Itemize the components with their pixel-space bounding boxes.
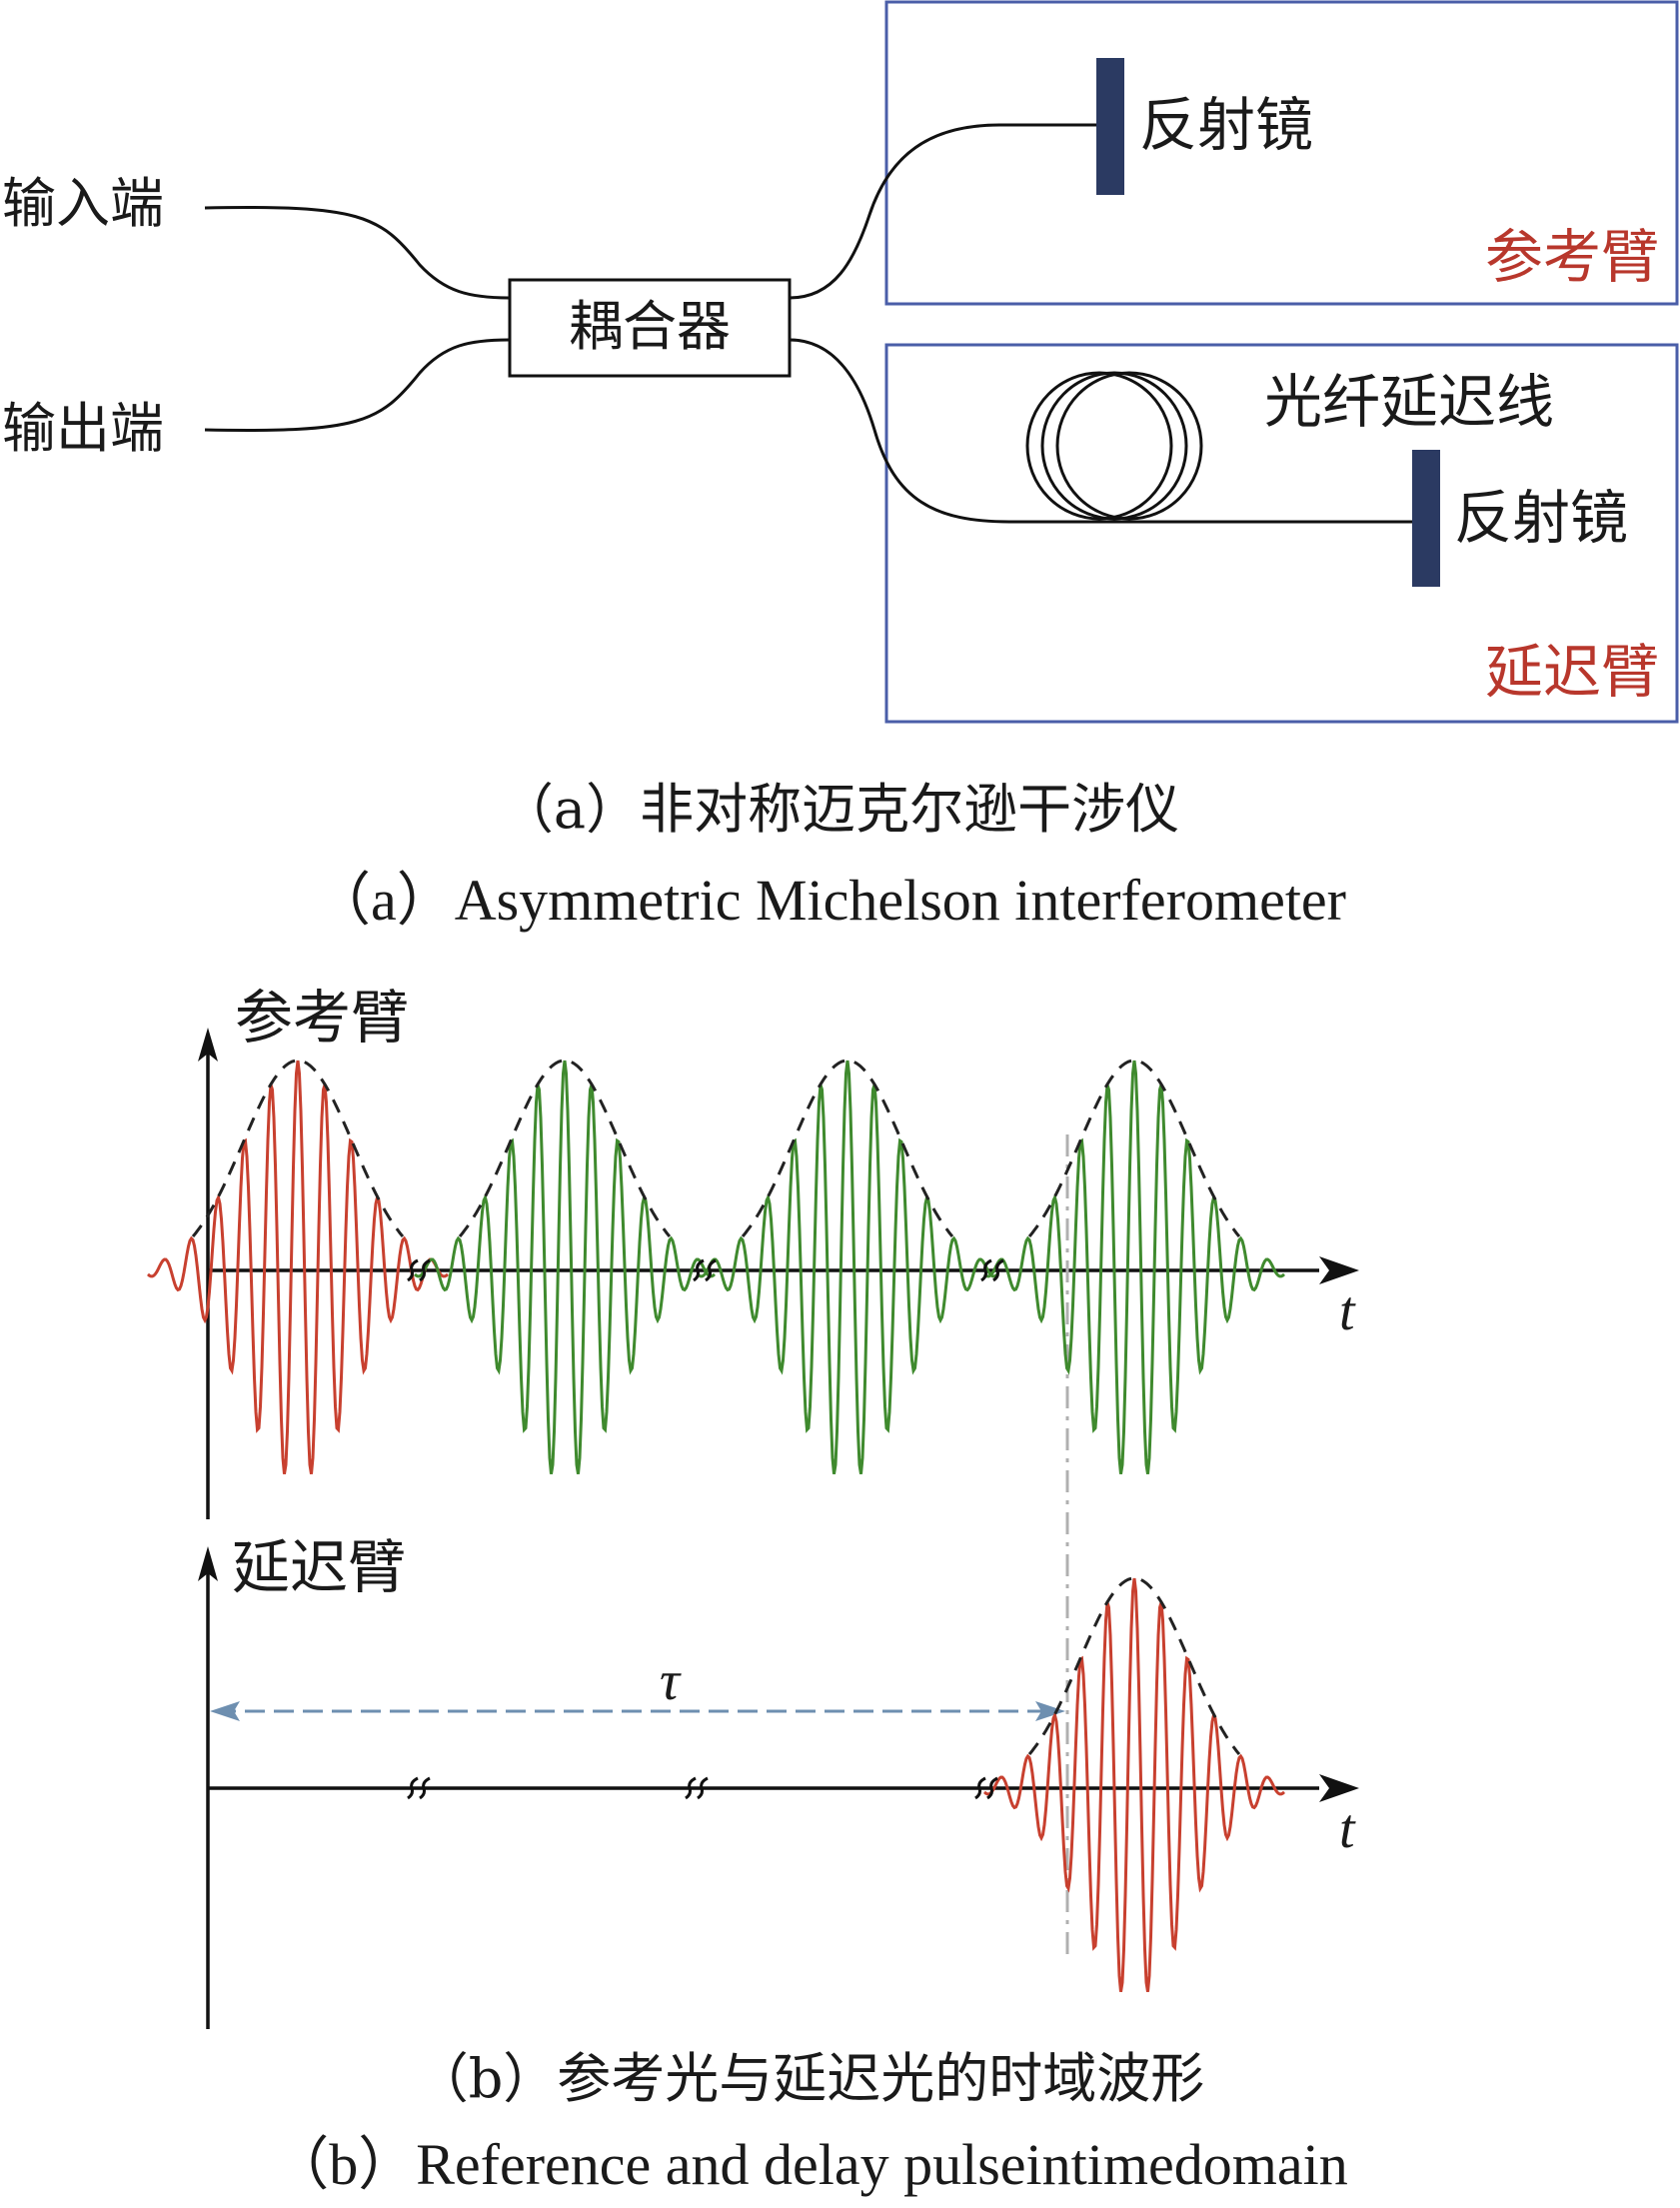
reference-arm-label: 参考臂 <box>1485 223 1659 291</box>
input-fiber <box>204 206 511 300</box>
ref-pulse-3 <box>697 1060 998 1474</box>
caption-b-en: （b）Reference and delay pulseintimedomain <box>271 2132 1347 2197</box>
reference-mirror-icon <box>1096 58 1124 195</box>
delay-t-label: t <box>1339 1798 1356 1860</box>
delay-mirror-label: 反射镜 <box>1454 484 1628 552</box>
axis-break-mark-5 <box>685 1776 709 1800</box>
tau-label: τ <box>660 1650 682 1712</box>
delay-pulse-envelope <box>1027 1576 1241 1756</box>
axis-break-mark-1 <box>407 1258 431 1282</box>
delay-axis-label: 延迟臂 <box>232 1533 406 1601</box>
fiber-coil-icon <box>1025 371 1203 521</box>
ref-t-label: t <box>1339 1280 1356 1342</box>
delay-pulse <box>983 1577 1285 1992</box>
panel-b-waveforms: 参考臂 t 延迟臂 t τ <box>147 984 1359 2029</box>
reference-fiber <box>789 123 1096 300</box>
ref-pulse-1-envelope <box>191 1059 405 1238</box>
ref-pulse-3-envelope <box>741 1059 954 1238</box>
output-port-label: 输出端 <box>2 397 164 460</box>
ref-pulse-4 <box>983 1060 1285 1474</box>
reference-mirror-label: 反射镜 <box>1139 91 1313 159</box>
tau-arrowhead-right <box>1035 1701 1065 1721</box>
ref-axis-label: 参考臂 <box>235 984 409 1052</box>
delay-arm-box <box>884 343 1679 724</box>
ref-pulse-2-envelope <box>458 1059 672 1238</box>
coupler-label: 耦合器 <box>569 295 731 358</box>
ref-pulse-1 <box>147 1060 449 1474</box>
delay-y-arrowhead <box>198 1546 218 1581</box>
ref-pulse-4-envelope <box>1027 1059 1241 1238</box>
input-port-label: 输入端 <box>2 172 164 235</box>
axis-break-mark-2 <box>693 1258 717 1282</box>
output-fiber <box>204 338 511 432</box>
caption-b-cn: （b）参考光与延迟光的时域波形 <box>415 2047 1205 2110</box>
delay-fiber <box>789 338 1412 524</box>
caption-a-en: （a）Asymmetric Michelson interferometer <box>313 868 1346 933</box>
coupler-box <box>508 278 792 378</box>
delay-arm-label: 延迟臂 <box>1485 638 1659 706</box>
caption-a-cn: （a）非对称迈克尔逊干涉仪 <box>500 778 1179 841</box>
axis-break-mark-6 <box>974 1776 998 1800</box>
axis-break-mark-4 <box>407 1776 431 1800</box>
ref-pulse-2 <box>414 1060 716 1474</box>
ref-t-arrowhead <box>1319 1256 1359 1284</box>
reference-arm-box <box>884 0 1679 306</box>
fiber-delay-line-label: 光纤延迟线 <box>1264 368 1554 436</box>
axis-break-mark-3 <box>980 1258 1004 1282</box>
tau-arrowhead-left <box>210 1701 240 1721</box>
delay-t-arrowhead <box>1319 1774 1359 1802</box>
ref-y-arrowhead <box>198 1028 218 1062</box>
panel-a-diagram: 耦合器 输入端 输出端 反射镜 参考臂 光纤延迟线 反射镜 延迟臂 <box>2 0 1679 724</box>
pulse-waveforms <box>147 1059 1285 1992</box>
delay-mirror-icon <box>1412 450 1440 587</box>
